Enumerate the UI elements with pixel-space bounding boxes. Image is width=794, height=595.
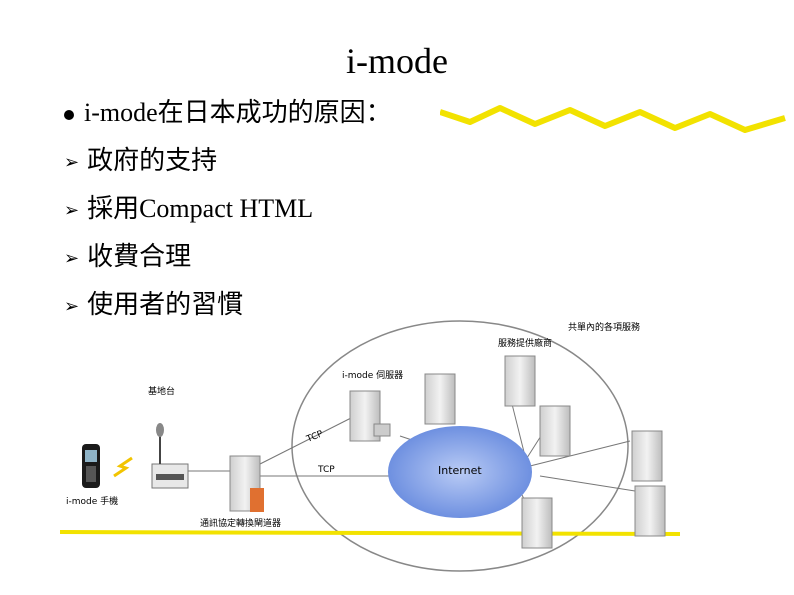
provider-server-icon [631, 430, 663, 482]
tcp-label-lower: TCP [317, 465, 335, 475]
providers-label: 服務提供廠商 [498, 337, 552, 349]
main-bullet-row: i-mode在日本成功的原因： [64, 98, 392, 128]
gateway-server-icon [229, 455, 264, 512]
service-area-ellipse [291, 320, 629, 572]
arrow-bullet-icon: ➢ [64, 248, 80, 270]
base-station-icon [151, 423, 189, 489]
provider-server-icon [504, 355, 536, 407]
provider-server-icon [521, 497, 553, 549]
tcp-label-upper: TCP [304, 429, 325, 445]
sub-bullet-row-2: ➢ 採用Compact HTML [64, 194, 313, 226]
sub-bullet-text: 採用Compact HTML [87, 194, 314, 223]
arrow-bullet-icon: ➢ [64, 152, 80, 174]
arrow-bullet-icon: ➢ [64, 200, 80, 222]
imode-server-icon [349, 390, 391, 442]
yellow-highlight-scribble [440, 105, 786, 133]
internet-label: Internet [438, 464, 482, 477]
arrow-bullet-icon: ➢ [64, 296, 80, 318]
yellow-baseline [60, 530, 680, 536]
wireless-signal-icon [113, 456, 133, 478]
sub-bullet-row-4: ➢ 使用者的習慣 [64, 290, 243, 322]
bullet-dot-icon [64, 110, 74, 121]
sub-bullet-text: 使用者的習慣 [87, 290, 244, 319]
provider-server-icon [634, 485, 666, 537]
imode-network-diagram: Internet TCP TCP i-mode 手機 基地台 通訊協定轉換閘道器… [60, 320, 680, 572]
outside-services-label: 共單內的各項服務 [568, 321, 640, 333]
base-station-label: 基地台 [148, 385, 175, 397]
provider-server-icon [424, 373, 456, 425]
main-bullet-text: i-mode在日本成功的原因： [84, 98, 392, 127]
provider-server-icon [539, 405, 571, 457]
internet-cloud [388, 426, 532, 518]
sub-bullet-row-3: ➢ 收費合理 [64, 242, 191, 274]
phone-icon [82, 444, 100, 488]
sub-bullet-text: 收費合理 [87, 242, 192, 271]
page-title: i-mode [346, 41, 448, 81]
imode-server-label: i-mode 伺服器 [342, 369, 403, 381]
sub-bullet-row-1: ➢ 政府的支持 [64, 146, 217, 178]
sub-bullet-text: 政府的支持 [87, 146, 218, 175]
phone-label: i-mode 手機 [66, 495, 118, 507]
gateway-label: 通訊協定轉換閘道器 [200, 517, 281, 529]
